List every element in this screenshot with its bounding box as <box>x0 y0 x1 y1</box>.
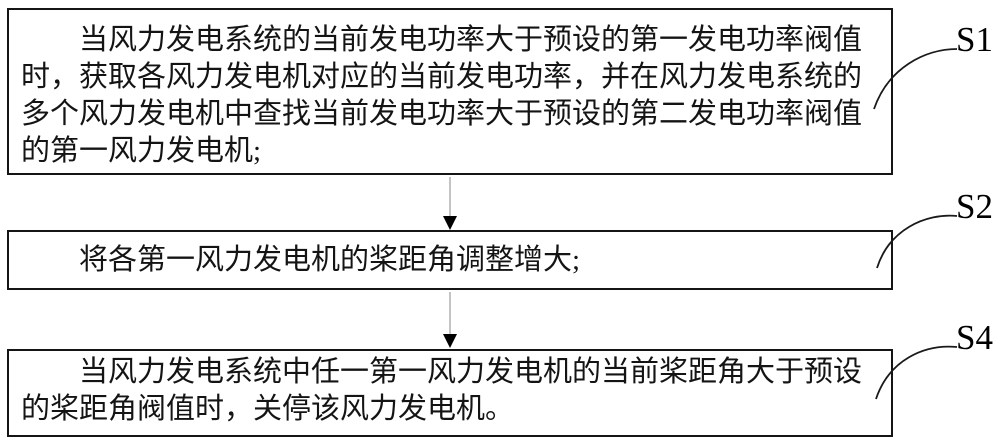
step-s1-text-line: 的第一风力发电机; <box>21 135 262 167</box>
step-s4-text-line: 当风力发电系统中任一第一风力发电机的当前桨距角大于预设 <box>79 356 863 388</box>
step-s2-text-line: 将各第一风力发电机的桨距角调整增大; <box>79 243 581 276</box>
step-label-s1: S1 <box>956 20 993 59</box>
step-s1-text-line: 时，获取各风力发电机对应的当前发电功率，并在风力发电系统的 <box>21 61 863 93</box>
step-label-s4: S4 <box>956 318 993 357</box>
step-box-s4: 当风力发电系统中任一第一风力发电机的当前桨距角大于预设 的桨距角阀值时，关停该风… <box>7 349 893 437</box>
step-s1-text-line: 当风力发电系统的当前发电功率大于预设的第一发电功率阀值 <box>79 24 863 56</box>
step-box-s1: 当风力发电系统的当前发电功率大于预设的第一发电功率阀值 时，获取各风力发电机对应… <box>7 8 893 175</box>
step-box-s2: 将各第一风力发电机的桨距角调整增大; <box>7 230 893 290</box>
arrowhead-down-icon <box>443 216 457 230</box>
step-s4-text-line: 的桨距角阀值时，关停该风力发电机。 <box>21 393 515 425</box>
step-s1-text-line: 多个风力发电机中查找当前发电功率大于预设的第二发电功率阀值 <box>21 98 863 130</box>
step-label-s2: S2 <box>956 187 993 226</box>
arrowhead-down-icon <box>443 334 457 348</box>
